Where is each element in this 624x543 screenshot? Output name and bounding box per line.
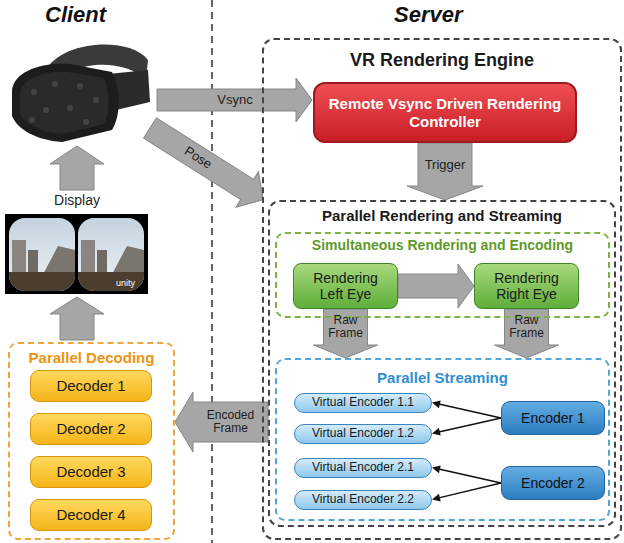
pose-arrow-shape: [139, 110, 275, 217]
connector-arrow: [432, 465, 501, 483]
box-label: Decoder 3: [56, 463, 125, 480]
decoding-group: Parallel DecodingDecoder 1 Decoder 2 Decod…: [8, 342, 175, 540]
connector-line: [439, 418, 501, 432]
block-arrow: [407, 143, 483, 200]
group-title: Parallel Rendering and Streaming: [270, 207, 614, 224]
virtual-encoder-box: Virtual Encoder 2.1: [294, 458, 432, 478]
vsync-arrow: [157, 78, 312, 122]
display-frame: [5, 214, 148, 294]
right-eye-view: [78, 218, 144, 291]
engine-frame: VR Rendering EngineRemote Vsync Driven R…: [262, 38, 622, 540]
arrowhead: [432, 428, 441, 436]
divider-line: [211, 0, 213, 543]
box-label: Encoder 1: [521, 410, 585, 426]
connector-label: Trigger: [425, 157, 466, 171]
box-label: Decoder 1: [56, 377, 125, 394]
arrowhead: [432, 400, 441, 408]
connector-label: Raw Frame: [507, 314, 547, 340]
box-label: Virtual Encoder 1.2: [312, 427, 414, 441]
arrow-label: Display: [54, 193, 100, 208]
face-plate: [20, 72, 109, 134]
sensor-dimple: [77, 83, 83, 89]
box-label: Decoder 4: [56, 506, 125, 523]
box-label: Decoder 2: [56, 420, 125, 437]
box-label: Virtual Encoder 2.1: [312, 461, 414, 475]
encoder-box: Encoder 1: [501, 401, 605, 435]
headset-body: [12, 64, 119, 142]
render-box: Rendering Left Eye: [293, 263, 398, 309]
pipeline-frame: Parallel Rendering and StreamingSimultan…: [268, 200, 616, 527]
sky: [9, 218, 75, 291]
decoder-box: Decoder 3: [30, 456, 152, 488]
connector-line: [439, 469, 501, 483]
sensor-dimple: [52, 81, 58, 87]
ground: [9, 272, 75, 291]
arrowhead: [432, 465, 441, 473]
sensor-dimple: [29, 117, 35, 123]
box-label: Virtual Encoder 2.2: [312, 493, 414, 507]
display-arrow: [50, 146, 104, 190]
streaming-group: Parallel StreamingVirtual Encoder 1.1Vir…: [275, 358, 610, 521]
box-label: Remote Vsync Driven Rendering Controller: [321, 95, 569, 130]
display-image: [5, 214, 148, 294]
box-label: Rendering Right Eye: [481, 270, 572, 302]
section-heading: Client: [45, 3, 106, 27]
box-label: Rendering Left Eye: [300, 270, 391, 302]
controller-box: Remote Vsync Driven Rendering Controller: [313, 82, 577, 143]
pose-arrow: [139, 110, 275, 217]
arrow-label: Pose: [182, 144, 215, 172]
connector-line: [439, 483, 501, 498]
connector-arrow: [432, 483, 501, 502]
block-arrow: [175, 392, 268, 452]
render-group: Simultaneous Rendering and EncodingRende…: [275, 232, 610, 318]
sensor-dimple: [43, 107, 49, 113]
decode-output-arrow: [50, 297, 104, 340]
decoder-box: Decoder 1: [30, 370, 152, 402]
box-label: Virtual Encoder 1.1: [312, 396, 414, 410]
watermark: unity: [116, 279, 135, 289]
decoder-box: Decoder 2: [30, 413, 152, 445]
virtual-encoder-box: Virtual Encoder 2.2: [294, 490, 432, 510]
connector-label: Encoded Frame: [199, 409, 263, 435]
group-title: Parallel Decoding: [10, 349, 173, 366]
group-title: Simultaneous Rendering and Encoding: [277, 237, 608, 253]
ground: [78, 272, 144, 291]
block-arrow: [398, 264, 474, 308]
connector-arrow: [432, 400, 501, 418]
left-eye-view: [9, 218, 75, 291]
sky: [78, 218, 144, 291]
connector-line: [439, 404, 501, 418]
render-box: Rendering Right Eye: [474, 263, 579, 309]
sensor-dimple: [93, 97, 99, 103]
group-title: Parallel Streaming: [277, 369, 608, 386]
virtual-encoder-box: Virtual Encoder 1.2: [294, 424, 432, 444]
decoder-box: Decoder 4: [30, 499, 152, 531]
sensor-dimple: [67, 105, 73, 111]
arrowhead: [432, 494, 441, 502]
virtual-encoder-box: Virtual Encoder 1.1: [294, 393, 432, 413]
section-heading: Server: [394, 3, 463, 27]
sensor-dimple: [83, 119, 89, 125]
group-title: VR Rendering Engine: [264, 50, 620, 71]
headset-illustration: [12, 45, 150, 142]
arrow-label: Vsync: [217, 93, 252, 107]
connector-label: Raw Frame: [326, 314, 366, 340]
encoder-box: Encoder 2: [501, 466, 605, 500]
box-label: Encoder 2: [521, 475, 585, 491]
sensor-dimple: [31, 89, 37, 95]
connector-arrow: [432, 418, 501, 436]
